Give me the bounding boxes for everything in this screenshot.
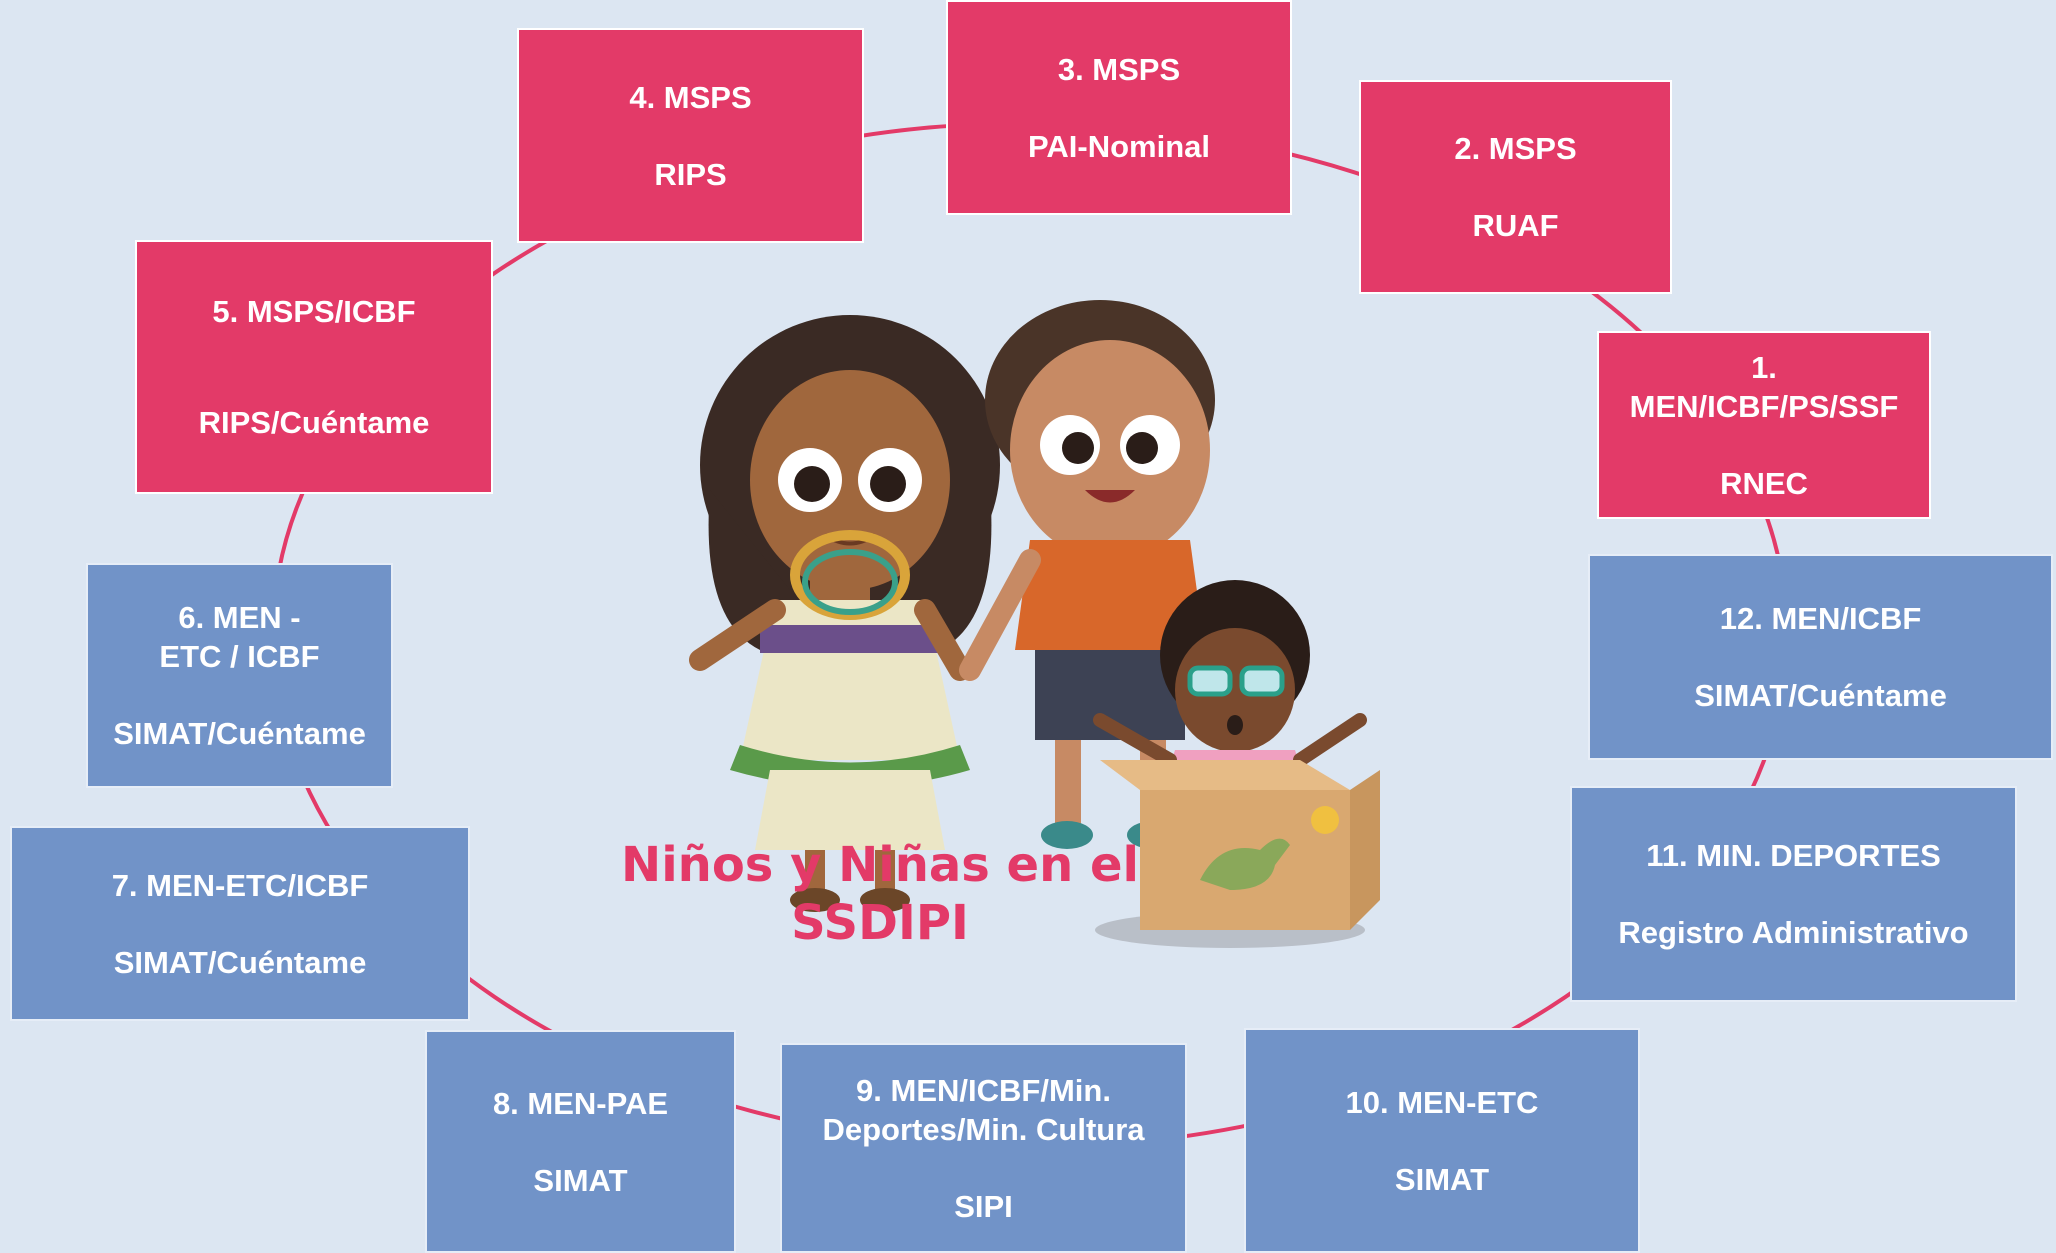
- diagram-caption: Niños y Niñas en el SSDIPI: [621, 837, 1139, 951]
- node-2: 2. MSPS RUAF: [1359, 80, 1672, 294]
- node-3-system: PAI-Nominal: [1028, 128, 1210, 164]
- node-9-system: SIPI: [954, 1188, 1013, 1224]
- node-10-agency: 10. MEN-ETC: [1345, 1084, 1539, 1120]
- node-4-agency: 4. MSPS: [629, 79, 752, 115]
- node-6-agency: 6. MEN - ETC / ICBF: [159, 600, 320, 674]
- sun-icon: [1311, 806, 1339, 834]
- node-9-agency: 9. MEN/ICBF/Min. Deportes/Min. Cultura: [822, 1072, 1145, 1147]
- node-1-agency: 1. MEN/ICBF/PS/SSF: [1629, 349, 1899, 424]
- node-6-system: SIMAT/Cuéntame: [113, 716, 366, 751]
- node-8: 8. MEN-PAE SIMAT: [425, 1030, 736, 1253]
- node-2-system: RUAF: [1472, 208, 1559, 243]
- node-12-system: SIMAT/Cuéntame: [1694, 678, 1947, 713]
- node-1-system: RNEC: [1720, 465, 1808, 501]
- node-6: 6. MEN - ETC / ICBF SIMAT/Cuéntame: [86, 563, 393, 788]
- node-11: 11. MIN. DEPORTES Registro Administrativ…: [1570, 786, 2017, 1002]
- node-4-system: RIPS: [654, 156, 727, 192]
- girl-icon: [689, 315, 1000, 912]
- node-4: 4. MSPS RIPS: [517, 28, 864, 243]
- node-5-system: RIPS/Cuéntame: [198, 405, 430, 440]
- node-12: 12. MEN/ICBF SIMAT/Cuéntame: [1588, 554, 2053, 760]
- node-12-agency: 12. MEN/ICBF: [1719, 601, 1922, 636]
- node-1: 1. MEN/ICBF/PS/SSF RNEC: [1597, 331, 1931, 519]
- toddler-in-box-icon: [1093, 580, 1380, 948]
- node-5-agency: 5. MSPS/ICBF: [212, 294, 416, 329]
- node-10: 10. MEN-ETC SIMAT: [1244, 1028, 1640, 1253]
- dinosaur-icon: [1200, 838, 1290, 890]
- boy-icon: [959, 300, 1215, 849]
- node-11-system: Registro Administrativo: [1618, 915, 1969, 950]
- node-7: 7. MEN-ETC/ICBF SIMAT/Cuéntame: [10, 826, 470, 1021]
- node-10-system: SIMAT: [1394, 1161, 1490, 1197]
- node-5: 5. MSPS/ICBF RIPS/Cuéntame: [135, 240, 493, 494]
- node-2-agency: 2. MSPS: [1454, 131, 1577, 166]
- node-3: 3. MSPS PAI-Nominal: [946, 0, 1292, 215]
- node-9: 9. MEN/ICBF/Min. Deportes/Min. Cultura S…: [780, 1043, 1187, 1253]
- node-11-agency: 11. MIN. DEPORTES: [1646, 838, 1941, 873]
- node-7-agency: 7. MEN-ETC/ICBF: [111, 867, 369, 903]
- node-3-agency: 3. MSPS: [1057, 51, 1181, 87]
- node-8-agency: 8. MEN-PAE: [492, 1085, 669, 1121]
- node-8-system: SIMAT: [533, 1162, 628, 1198]
- children-illustration: [689, 300, 1380, 948]
- node-7-system: SIMAT/Cuéntame: [113, 944, 367, 980]
